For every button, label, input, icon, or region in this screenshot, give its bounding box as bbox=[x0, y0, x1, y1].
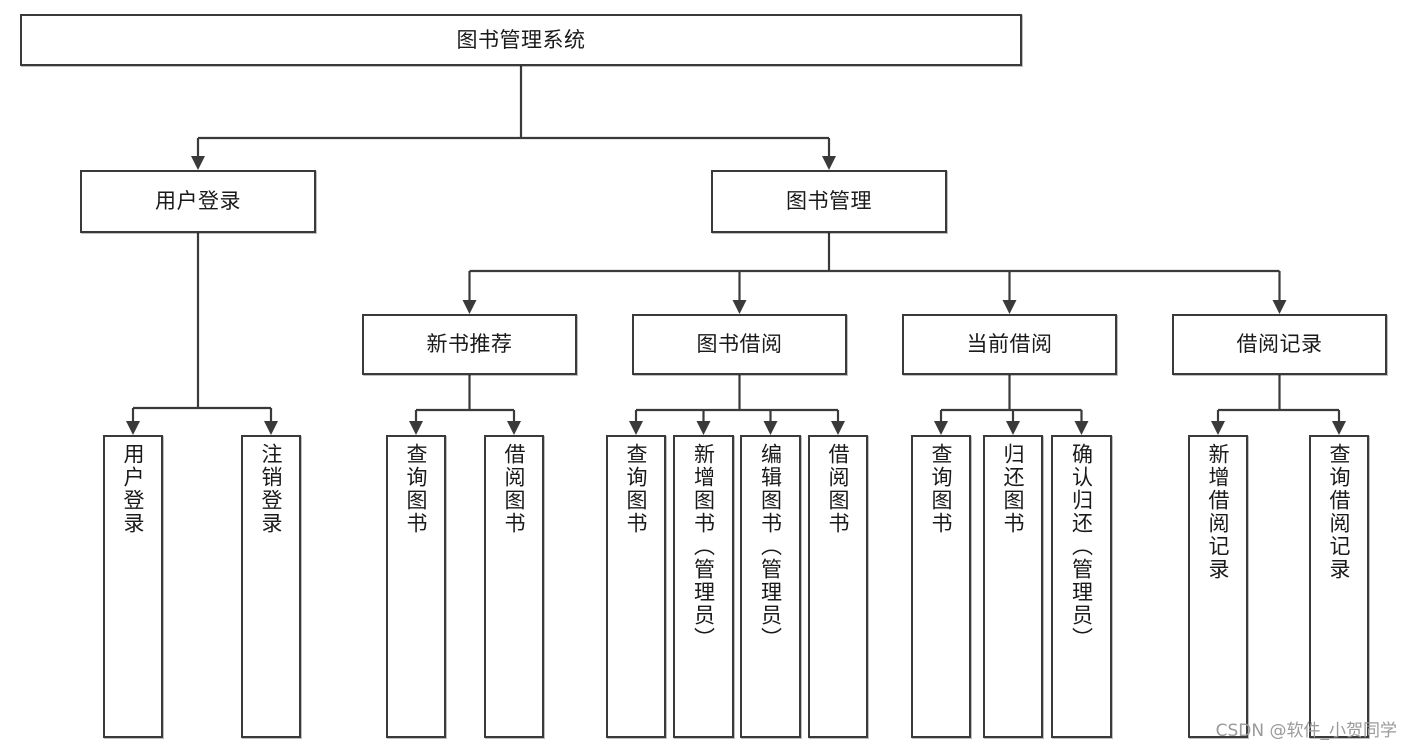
node-label: 图书管理 bbox=[786, 189, 872, 214]
node-label: 借阅图书 bbox=[502, 443, 527, 535]
node-leaf-borrow-books-recommend[interactable]: 借阅图书 bbox=[484, 435, 544, 738]
node-label: 确认归还（管理员） bbox=[1069, 443, 1094, 650]
node-label: 新增借阅记录 bbox=[1206, 443, 1231, 581]
node-leaf-edit-book-admin[interactable]: 编辑图书（管理员） bbox=[740, 435, 801, 738]
arrowhead-current-borrow bbox=[1002, 300, 1017, 314]
node-leaf-query-books-recommend[interactable]: 查询图书 bbox=[386, 435, 446, 738]
node-current-borrow[interactable]: 当前借阅 bbox=[902, 314, 1117, 375]
arrowhead-leaf-borrow-books-recommend bbox=[507, 421, 521, 435]
node-label: 编辑图书（管理员） bbox=[758, 443, 783, 650]
node-label: 查询图书 bbox=[624, 443, 649, 535]
node-borrow-record[interactable]: 借阅记录 bbox=[1172, 314, 1387, 375]
arrowhead-leaf-query-books-current bbox=[934, 421, 948, 435]
arrowhead-leaf-logout bbox=[264, 421, 278, 435]
arrowhead-leaf-query-books-recommend bbox=[409, 421, 423, 435]
arrowhead-leaf-add-book-admin bbox=[696, 421, 711, 435]
arrowhead-leaf-user-login bbox=[126, 421, 140, 435]
node-leaf-query-books-current[interactable]: 查询图书 bbox=[911, 435, 971, 738]
node-root[interactable]: 图书管理系统 bbox=[20, 14, 1022, 66]
node-label: 新增图书（管理员） bbox=[691, 443, 716, 650]
node-leaf-confirm-return-admin[interactable]: 确认归还（管理员） bbox=[1051, 435, 1112, 738]
node-leaf-logout[interactable]: 注销登录 bbox=[241, 435, 301, 738]
node-label: 查询借阅记录 bbox=[1327, 443, 1352, 581]
node-label: 图书管理系统 bbox=[456, 27, 586, 52]
node-label: 用户登录 bbox=[155, 189, 241, 214]
node-leaf-add-borrow-record[interactable]: 新增借阅记录 bbox=[1188, 435, 1248, 738]
arrowhead-leaf-confirm-return-admin bbox=[1074, 421, 1089, 435]
node-book-management[interactable]: 图书管理 bbox=[711, 170, 947, 233]
arrowhead-book-borrow bbox=[732, 300, 747, 314]
arrowhead-leaf-return-book bbox=[1006, 421, 1020, 435]
arrowhead-leaf-edit-book-admin bbox=[763, 421, 778, 435]
node-label: 用户登录 bbox=[121, 443, 146, 535]
node-user-login[interactable]: 用户登录 bbox=[80, 170, 316, 233]
node-label: 注销登录 bbox=[259, 443, 284, 535]
node-leaf-query-borrow-record[interactable]: 查询借阅记录 bbox=[1309, 435, 1369, 738]
node-leaf-query-books-borrow[interactable]: 查询图书 bbox=[606, 435, 666, 738]
node-leaf-return-book[interactable]: 归还图书 bbox=[983, 435, 1043, 738]
arrowhead-leaf-query-borrow-record bbox=[1332, 421, 1346, 435]
arrowhead-leaf-borrow-book bbox=[831, 421, 845, 435]
node-leaf-borrow-book[interactable]: 借阅图书 bbox=[808, 435, 868, 738]
node-leaf-add-book-admin[interactable]: 新增图书（管理员） bbox=[673, 435, 734, 738]
node-label: 查询图书 bbox=[929, 443, 954, 535]
arrowhead-leaf-query-books-borrow bbox=[629, 421, 643, 435]
node-label: 当前借阅 bbox=[966, 332, 1053, 357]
arrowhead-user-login bbox=[191, 156, 205, 170]
node-new-book-recommend[interactable]: 新书推荐 bbox=[362, 314, 577, 375]
node-book-borrow[interactable]: 图书借阅 bbox=[632, 314, 847, 375]
arrowhead-borrow-record bbox=[1272, 300, 1287, 314]
arrowhead-leaf-add-borrow-record bbox=[1211, 421, 1225, 435]
arrowhead-new-book-recommend bbox=[462, 300, 477, 314]
node-label: 图书借阅 bbox=[696, 332, 783, 357]
node-label: 归还图书 bbox=[1001, 443, 1026, 535]
node-label: 新书推荐 bbox=[426, 332, 513, 357]
node-leaf-user-login[interactable]: 用户登录 bbox=[103, 435, 163, 738]
node-label: 借阅记录 bbox=[1236, 332, 1323, 357]
arrowhead-book-management bbox=[822, 156, 836, 170]
node-label: 借阅图书 bbox=[826, 443, 851, 535]
node-label: 查询图书 bbox=[404, 443, 429, 535]
